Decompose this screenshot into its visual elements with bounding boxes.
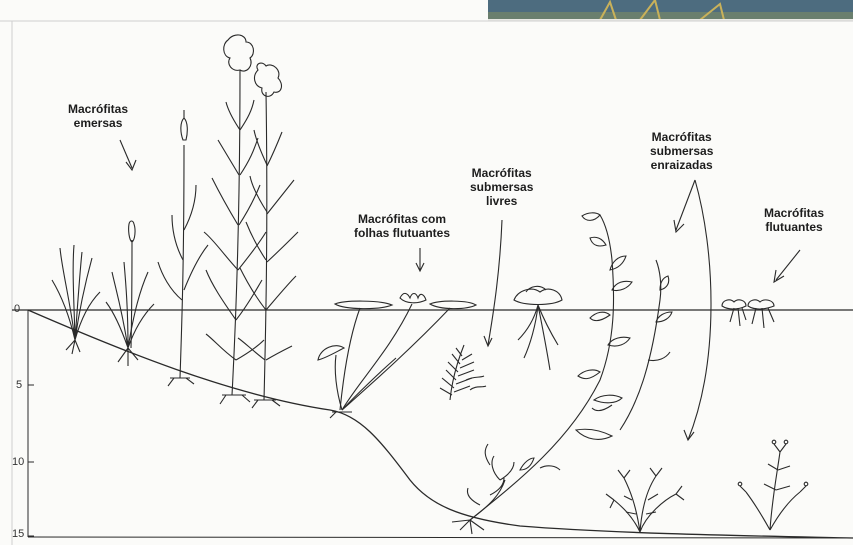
label-macrofitas-flutuantes: Macrófitas flutuantes [764, 206, 824, 234]
arrow-emersas [120, 140, 132, 168]
arrow-submersas-enraizadas-1 [676, 180, 695, 230]
rooted-bush-2 [738, 440, 808, 530]
emergent-plants-group [52, 35, 298, 408]
label-text-flutuantes: Macrófitas flutuantes [764, 206, 824, 234]
emergent-cattail [158, 110, 208, 386]
depth-tick-15: 15 [12, 528, 24, 540]
rooted-submerged-plants-group [452, 213, 808, 534]
free-submerged-plants-group [440, 345, 486, 400]
photo-strip [488, 0, 853, 21]
floating-rosette-plant [514, 286, 562, 370]
arrow-flutuantes [776, 250, 800, 280]
lake-bottom-profile [28, 310, 853, 538]
emergent-reed-1 [204, 35, 266, 404]
emergent-grass-2 [106, 221, 154, 366]
depth-tick-5: 5 [16, 379, 22, 391]
arrow-submersas-livres [488, 220, 502, 345]
label-macrofitas-submersas-livres: Macrófitas submersas livres [470, 166, 533, 208]
emergent-reed-2 [238, 63, 298, 408]
depth-tick-10: 10 [12, 456, 24, 468]
label-macrofitas-submersas-enraizadas: Macrófitas submersas enraizadas [650, 130, 713, 172]
label-macrofitas-emersas: Macrófitas emersas [68, 102, 128, 130]
water-lily-flower [400, 293, 426, 302]
label-text-folhas-flutuantes: Macrófitas com folhas flutuantes [354, 212, 450, 240]
rooted-bush-1 [606, 468, 684, 532]
floating-leaved-plants-group [318, 293, 476, 418]
label-text-emersas: Macrófitas emersas [68, 102, 128, 130]
label-macrofitas-folhas-flutuantes: Macrófitas com folhas flutuantes [354, 212, 450, 240]
label-text-submersas-enraizadas: Macrófitas submersas enraizadas [650, 130, 713, 172]
label-text-submersas-livres: Macrófitas submersas livres [470, 166, 533, 208]
free-floating-plants-group [722, 300, 774, 328]
depth-tick-0: 0 [14, 303, 20, 315]
